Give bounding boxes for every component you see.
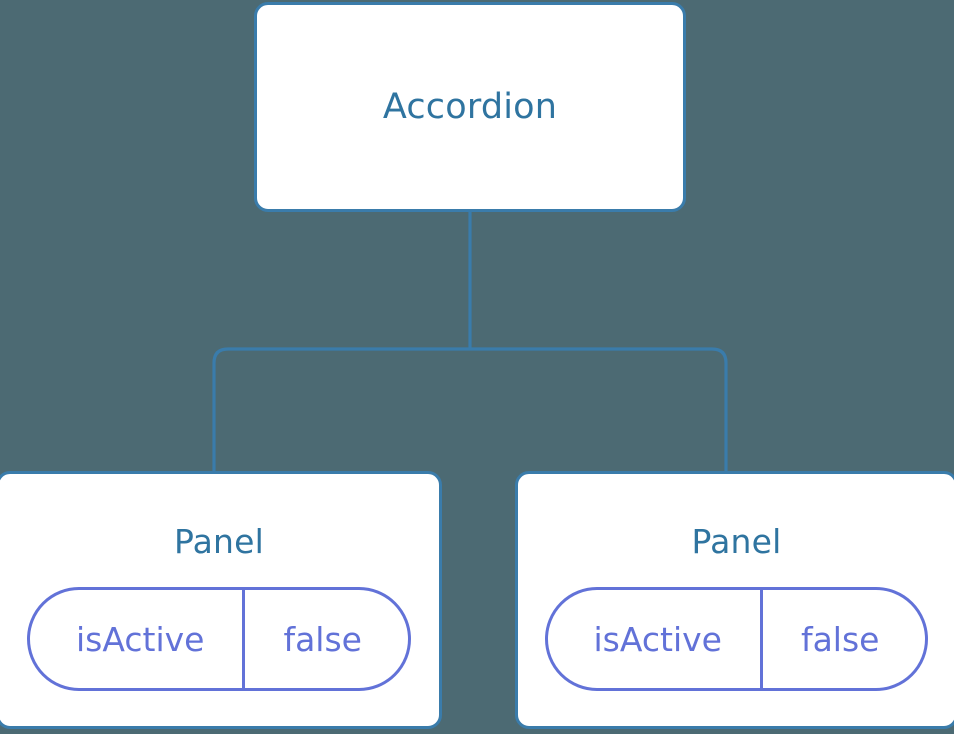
node-panel-1-prop-value: false <box>283 619 362 659</box>
node-panel-2-title: Panel <box>691 522 782 561</box>
node-accordion-title: Accordion <box>382 86 558 127</box>
node-panel-2[interactable]: Panel isActive false <box>515 471 954 729</box>
node-panel-1-prop-key: isActive <box>30 590 246 688</box>
node-panel-2-prop-key: isActive <box>548 590 763 688</box>
edge-root-to-panel-2 <box>470 347 728 478</box>
edge-root-to-panel-1 <box>212 347 470 478</box>
node-panel-1-prop-pill[interactable]: isActive false <box>27 587 411 691</box>
node-panel-1[interactable]: Panel isActive false <box>0 471 442 729</box>
node-accordion[interactable]: Accordion <box>254 2 686 212</box>
node-panel-2-prop-pill[interactable]: isActive false <box>544 587 929 691</box>
node-panel-1-title: Panel <box>173 522 265 561</box>
node-panel-2-prop-value: false <box>800 619 880 659</box>
